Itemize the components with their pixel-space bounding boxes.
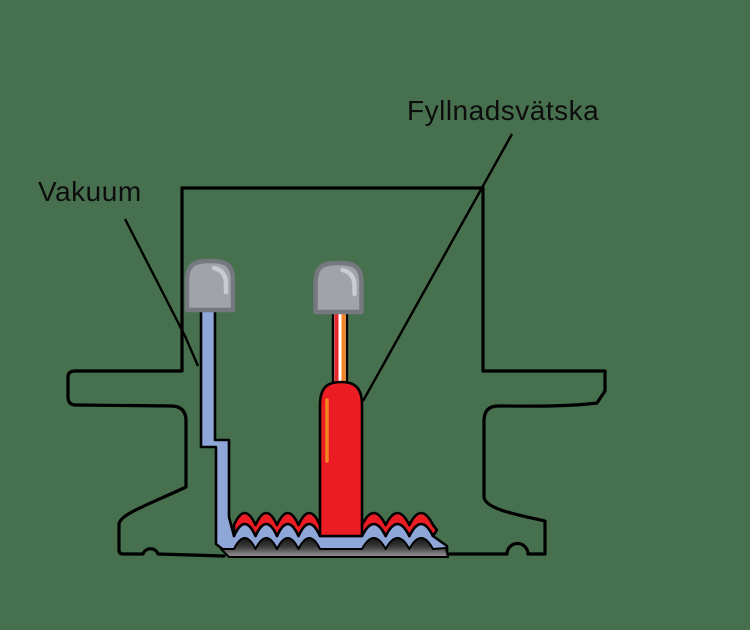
capillary-red-stripe: [334, 307, 339, 402]
filling-liquid: [232, 380, 439, 538]
membrane-base: [220, 537, 449, 558]
bulb-side-lines: [318, 524, 364, 535]
cap-highlight: [211, 265, 229, 295]
cap-highlight: [340, 267, 357, 297]
capillary-orange-stripe: [341, 307, 346, 402]
vakuum-leader-line: [123, 218, 200, 367]
fyllnadsvatska-leader-line: [361, 133, 514, 402]
vakuum-label: Vakuum: [38, 176, 142, 207]
fyllnadsvatska-label: Fyllnadsvätska: [407, 95, 599, 126]
housing-outline: [66, 186, 607, 558]
vacuum-tube-cap: [184, 258, 236, 313]
capillary-cap: [313, 260, 364, 315]
